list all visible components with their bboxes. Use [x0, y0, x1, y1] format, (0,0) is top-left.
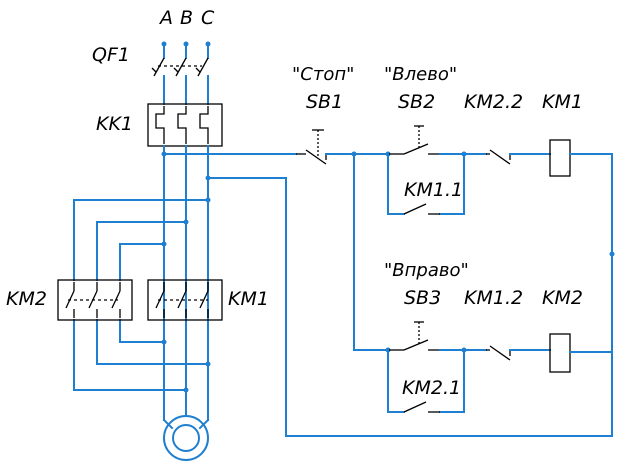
terminal-a — [161, 41, 167, 47]
kk1-label: KK1 — [96, 113, 133, 135]
phase-a-label: A — [158, 7, 173, 29]
kk1-thermal-relay — [147, 103, 223, 147]
qf1-breaker — [151, 45, 209, 105]
sb2-left-button — [385, 125, 440, 157]
phase-b-label: B — [180, 7, 193, 29]
km1-main-label: KM1 — [228, 288, 269, 310]
km2-main-label: KM2 — [6, 288, 47, 310]
terminal-c — [205, 41, 211, 47]
km2-1-label: KM2.1 — [402, 377, 461, 399]
km1-1-label: KM1.1 — [404, 179, 463, 201]
sb3-right-button — [385, 321, 440, 353]
km1-1-contact — [403, 203, 440, 215]
km2-coil — [549, 333, 571, 373]
sb2-label: SB2 — [398, 91, 435, 113]
sb1-stop-button — [296, 129, 327, 165]
sb1-label: SB1 — [306, 91, 343, 113]
left-caption: "Влево" — [384, 64, 457, 85]
km1-coil-label: KM1 — [542, 91, 583, 113]
km1-main-contacts — [147, 279, 223, 321]
km2-main-contacts — [57, 279, 133, 321]
motor — [162, 415, 210, 461]
power-circuit: A B C QF1 KK1 — [6, 7, 269, 461]
km1-coil — [549, 139, 571, 177]
phase-c-label: C — [201, 7, 215, 29]
control-circuit: "Стоп" SB1 "Влево" SB2 KM1.1 — [163, 64, 615, 437]
right-caption: "Вправо" — [384, 260, 469, 281]
terminal-b — [183, 41, 189, 47]
sb3-label: SB3 — [404, 287, 441, 309]
km1-2-label: KM1.2 — [464, 287, 523, 309]
km2-2-label: KM2.2 — [464, 91, 523, 113]
km2-2-interlock — [486, 149, 511, 165]
qf1-label: QF1 — [92, 44, 130, 66]
km2-1-contact — [403, 401, 440, 413]
km1-2-interlock — [486, 345, 511, 361]
km2-coil-label: KM2 — [542, 287, 583, 309]
stop-caption: "Стоп" — [292, 64, 354, 85]
